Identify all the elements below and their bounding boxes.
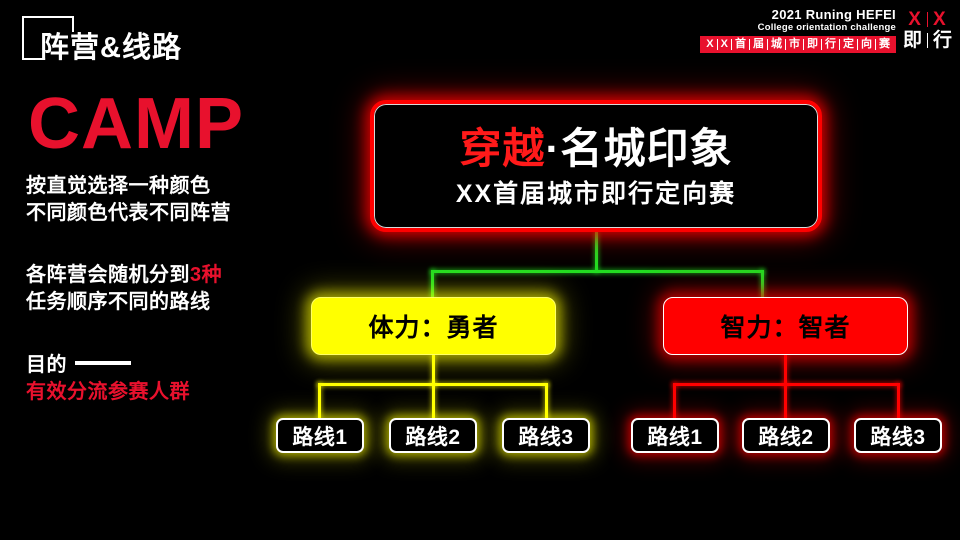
description-paragraph-3: 目的 有效分流参赛人群 <box>26 352 190 406</box>
logo-mark-cn-right: 行 <box>932 30 952 51</box>
paragraph-1-line-1: 按直觉选择一种颜色 <box>26 175 211 197</box>
connector-right-route-3 <box>897 383 900 419</box>
divider <box>820 38 822 50</box>
divider <box>784 38 786 50</box>
logo-mark-x-left: X <box>908 9 922 30</box>
paragraph-2-text: 各阵营会随机分到 <box>26 264 190 286</box>
connector-branch-right-drop <box>761 270 764 299</box>
branch-label: 智力：智者 <box>720 314 851 342</box>
logo-bar-char-3: 届 <box>752 38 764 50</box>
logo-mark-cn-left: 即 <box>902 30 922 51</box>
dash-rule <box>75 361 131 365</box>
connector-left-route-2 <box>432 383 435 419</box>
divider <box>874 38 876 50</box>
route-box-right-3[interactable]: 路线3 <box>854 418 942 453</box>
logo-bar-char-10: 赛 <box>878 38 890 50</box>
connector-left-route-3 <box>545 383 548 419</box>
main-title-white: ·名城印象 <box>545 124 733 172</box>
route-label: 路线1 <box>292 425 348 449</box>
divider <box>730 38 732 50</box>
paragraph-1-line-2: 不同颜色代表不同阵营 <box>26 202 231 224</box>
connector-right-route-1 <box>673 383 676 419</box>
route-box-left-3[interactable]: 路线3 <box>502 418 590 453</box>
logo-mark-x-right: X <box>932 9 947 30</box>
paragraph-2-highlight: 3种 <box>190 264 223 286</box>
connector-main-horizontal <box>431 270 764 273</box>
logo-bar-char-5: 市 <box>788 38 800 50</box>
logo-english-line-1: 2021 Runing HEFEI <box>771 7 896 22</box>
main-event-subtitle: XX首届城市即行定向赛 <box>455 179 737 208</box>
purpose-label: 目的 <box>26 354 67 376</box>
divider <box>926 33 928 48</box>
paragraph-3-line-2: 有效分流参赛人群 <box>26 381 190 403</box>
divider <box>716 38 718 50</box>
logo-text-group: 2021 Runing HEFEI College orientation ch… <box>700 8 896 53</box>
main-title-red: 穿越 <box>459 124 546 172</box>
route-label: 路线3 <box>870 425 926 449</box>
logo-bar-char-8: 定 <box>842 38 854 50</box>
route-label: 路线1 <box>647 425 703 449</box>
divider <box>838 38 840 50</box>
route-box-right-2[interactable]: 路线2 <box>742 418 830 453</box>
connector-right-route-2 <box>784 383 787 419</box>
description-paragraph-2: 各阵营会随机分到3种 任务顺序不同的路线 <box>26 262 222 316</box>
route-label: 路线2 <box>405 425 461 449</box>
connector-left-vertical <box>432 355 435 385</box>
logo-bar-char-0: X <box>706 38 714 50</box>
description-paragraph-1: 按直觉选择一种颜色 不同颜色代表不同阵营 <box>26 173 231 227</box>
branch-box-wisdom[interactable]: 智力：智者 <box>663 297 908 355</box>
main-event-title: 穿越·名城印象 <box>459 125 732 173</box>
paragraph-2-line-2: 任务顺序不同的路线 <box>26 291 211 313</box>
logo-mark-bottom: 即行 <box>903 30 952 51</box>
paragraph-3-line-1: 目的 <box>26 352 190 379</box>
event-logo: 2021 Runing HEFEI College orientation ch… <box>700 8 952 53</box>
camp-heading: CAMP <box>28 84 244 164</box>
logo-bar-char-4: 城 <box>770 38 782 50</box>
route-label: 路线2 <box>758 425 814 449</box>
page-title: 阵营&线路 <box>40 32 182 64</box>
divider <box>926 12 928 27</box>
connector-main-vertical <box>595 232 598 272</box>
divider <box>856 38 858 50</box>
logo-bar-char-9: 向 <box>860 38 872 50</box>
branch-box-strength[interactable]: 体力：勇者 <box>311 297 556 355</box>
main-event-box: 穿越·名城印象 XX首届城市即行定向赛 <box>370 100 822 232</box>
paragraph-2-line-1: 各阵营会随机分到3种 <box>26 262 222 289</box>
logo-bar-char-1: X <box>720 38 728 50</box>
branch-label: 体力：勇者 <box>368 314 499 342</box>
logo-bar-char-6: 即 <box>806 38 818 50</box>
logo-bar-char-7: 行 <box>824 38 836 50</box>
route-box-left-1[interactable]: 路线1 <box>276 418 364 453</box>
connector-branch-left-drop <box>431 270 434 299</box>
connector-right-vertical <box>784 355 787 385</box>
route-label: 路线3 <box>518 425 574 449</box>
divider <box>802 38 804 50</box>
logo-english-line-2: College orientation challenge <box>757 22 896 33</box>
route-box-right-1[interactable]: 路线1 <box>631 418 719 453</box>
route-box-left-2[interactable]: 路线2 <box>389 418 477 453</box>
connector-left-route-1 <box>318 383 321 419</box>
logo-bar-char-2: 首 <box>734 38 746 50</box>
divider <box>748 38 750 50</box>
corner-bracket-decoration <box>22 16 74 60</box>
divider <box>766 38 768 50</box>
